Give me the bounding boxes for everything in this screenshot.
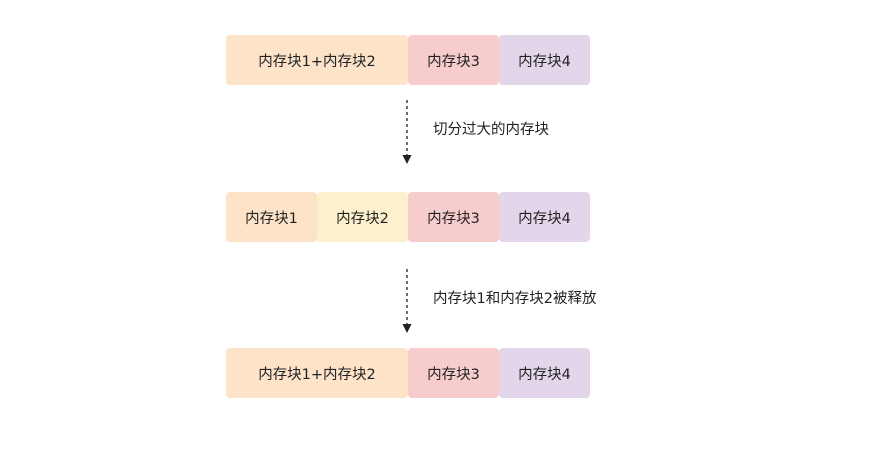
down-arrow-icon: [402, 100, 412, 164]
down-arrow-icon: [402, 269, 412, 333]
memory-block-3: 内存块3: [408, 192, 499, 242]
memory-block-3: 内存块3: [408, 35, 499, 85]
memory-block-1: 内存块1: [226, 192, 317, 242]
memory-block-4: 内存块4: [499, 35, 590, 85]
memory-block-3: 内存块3: [408, 348, 499, 398]
transition-label-split: 切分过大的内存块: [433, 122, 549, 138]
memory-row-split: 内存块1 内存块2 内存块3 内存块4: [226, 192, 590, 242]
memory-block-1-plus-2: 内存块1+内存块2: [226, 348, 408, 398]
memory-row-merged: 内存块1+内存块2 内存块3 内存块4: [226, 348, 590, 398]
memory-block-4: 内存块4: [499, 348, 590, 398]
memory-block-2: 内存块2: [317, 192, 408, 242]
memory-row-initial: 内存块1+内存块2 内存块3 内存块4: [226, 35, 590, 85]
memory-block-4: 内存块4: [499, 192, 590, 242]
memory-block-1-plus-2: 内存块1+内存块2: [226, 35, 408, 85]
transition-label-release: 内存块1和内存块2被释放: [433, 291, 597, 307]
